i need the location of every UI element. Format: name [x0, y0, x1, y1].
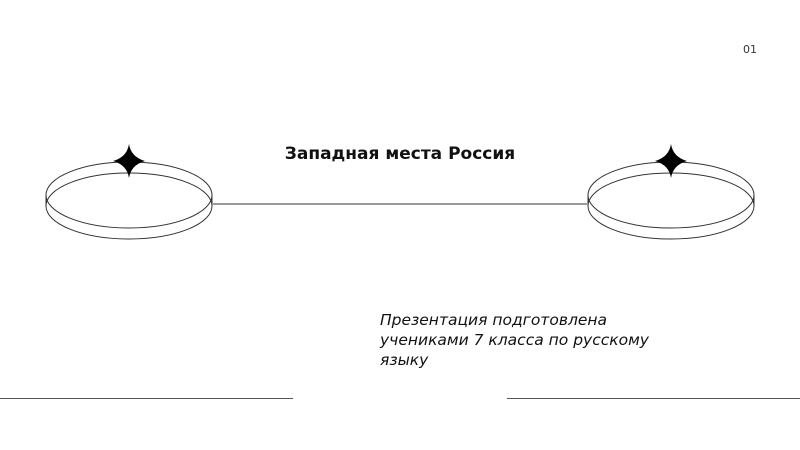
slide-title: Западная места Россия: [284, 144, 516, 164]
slide-subtitle: Презентация подготовлена учениками 7 кла…: [380, 311, 649, 369]
bottom-rule-left: [0, 398, 293, 399]
page-number: 01: [743, 43, 757, 56]
sparkle-star-left-icon: [113, 144, 145, 178]
bottom-rule-right: [507, 398, 800, 399]
sparkle-star-right-icon: [655, 144, 687, 178]
